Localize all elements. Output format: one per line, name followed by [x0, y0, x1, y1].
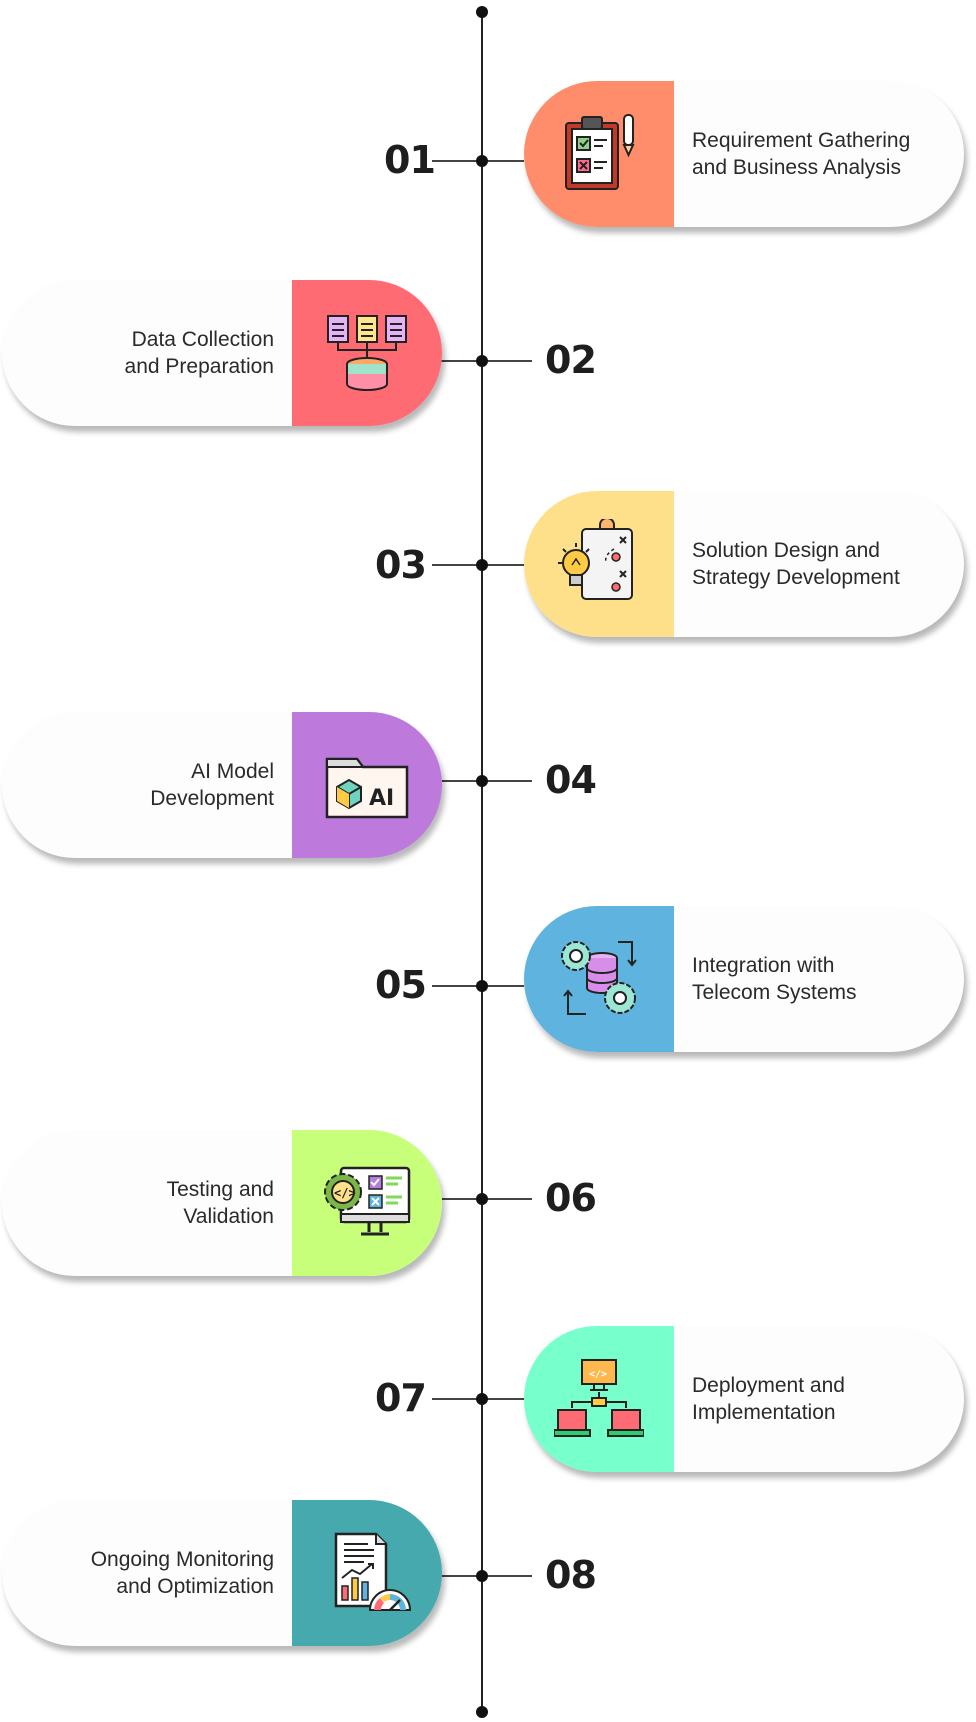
report-gauge-icon	[322, 1528, 412, 1618]
database-network-icon	[322, 308, 412, 398]
timeline-node-dot	[476, 1193, 488, 1205]
clipboard-checklist-icon	[556, 111, 642, 197]
step-label-line2: and Business Analysis	[692, 156, 901, 179]
step-icon-box: </>	[292, 1130, 442, 1276]
step-label-line2: and Preparation	[124, 355, 274, 378]
gears-database-icon	[554, 934, 644, 1024]
step-number: 06	[545, 1176, 597, 1220]
svg-text:</>: </>	[334, 1186, 356, 1200]
ai-folder-icon: AI	[323, 745, 411, 825]
timeline-node-dot	[476, 775, 488, 787]
step-icon-box: </>	[524, 1326, 674, 1472]
timeline-node-dot	[476, 1393, 488, 1405]
timeline-node-dot	[476, 980, 488, 992]
svg-text:AI: AI	[369, 786, 394, 811]
step-label-line2: Implementation	[692, 1401, 836, 1424]
timeline-spine	[481, 12, 483, 1712]
timeline-start-dot	[476, 6, 488, 18]
lightbulb-strategy-icon	[554, 519, 644, 609]
step-number: 08	[545, 1553, 597, 1597]
svg-text:</>: </>	[589, 1369, 607, 1380]
network-deployment-icon: </>	[554, 1354, 644, 1444]
step-label-line2: Validation	[183, 1205, 274, 1228]
step-number: 07	[375, 1376, 427, 1420]
monitor-testing-icon: </>	[319, 1162, 415, 1244]
step-label-line2: Development	[150, 787, 274, 810]
step-label-line1: AI Model	[191, 760, 274, 783]
step-icon-box	[524, 81, 674, 227]
timeline-end-dot	[476, 1706, 488, 1718]
step-icon-box	[524, 906, 674, 1052]
step-label-line2: Telecom Systems	[692, 981, 857, 1004]
step-label-line2: Strategy Development	[692, 566, 900, 589]
step-number: 04	[545, 758, 597, 802]
timeline-node-dot	[476, 155, 488, 167]
step-label-line1: Requirement Gathering	[692, 129, 911, 152]
step-icon-box	[292, 280, 442, 426]
step-number: 01	[384, 138, 436, 182]
step-label: Requirement Gathering and Business Analys…	[692, 81, 954, 227]
step-label-line1: Data Collection	[131, 328, 274, 351]
step-label-line1: Integration with	[692, 954, 835, 977]
step-number: 05	[375, 963, 427, 1007]
step-icon-box	[524, 491, 674, 637]
step-label: Data Collection and Preparation	[12, 280, 274, 426]
step-card: Ongoing Monitoring and Optimization	[2, 1500, 442, 1646]
step-label-line2: and Optimization	[116, 1575, 274, 1598]
step-icon-box: AI	[292, 712, 442, 858]
step-card: Requirement Gathering and Business Analys…	[524, 81, 964, 227]
timeline-node-dot	[476, 355, 488, 367]
step-icon-box	[292, 1500, 442, 1646]
step-card: Data Collection and Preparation	[2, 280, 442, 426]
step-label-line1: Solution Design and	[692, 539, 880, 562]
step-number: 02	[545, 338, 597, 382]
step-label-line1: Ongoing Monitoring	[90, 1548, 274, 1571]
step-number: 03	[375, 543, 427, 587]
timeline-node-dot	[476, 1570, 488, 1582]
step-label: Ongoing Monitoring and Optimization	[12, 1500, 274, 1646]
step-label-line1: Testing and	[166, 1178, 274, 1201]
step-label-line1: Deployment and	[692, 1374, 845, 1397]
timeline-node-dot	[476, 559, 488, 571]
